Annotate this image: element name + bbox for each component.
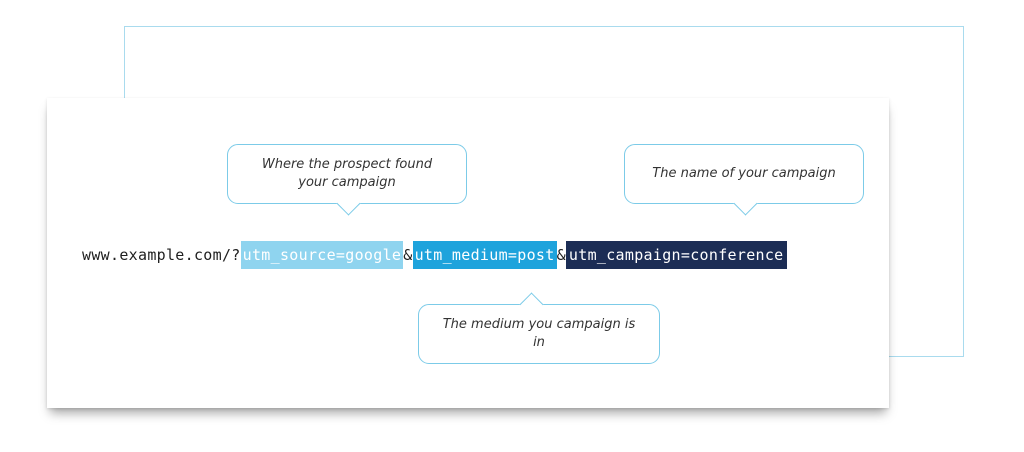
- callout-source-pointer: [336, 191, 361, 216]
- callout-campaign-pointer: [733, 191, 758, 216]
- diagram-card: Where the prospect found your campaign T…: [47, 98, 889, 408]
- callout-campaign-text: The name of your campaign: [652, 166, 836, 181]
- url-utm-campaign: utm_campaign=conference: [565, 241, 787, 269]
- callout-campaign: The name of your campaign: [624, 144, 864, 216]
- callout-source-text: Where the prospect found your campaign: [261, 157, 433, 190]
- url-ampersand-1: &: [403, 246, 413, 264]
- callout-medium-pointer: [519, 292, 544, 317]
- url-utm-medium: utm_medium=post: [412, 241, 557, 269]
- example-url: www.example.com/? utm_source=google & ut…: [82, 241, 787, 269]
- url-utm-source: utm_source=google: [240, 241, 404, 269]
- callout-source: Where the prospect found your campaign: [227, 144, 467, 216]
- callout-medium-text: The medium you campaign is in: [442, 317, 636, 350]
- url-ampersand-2: &: [556, 246, 566, 264]
- url-base: www.example.com/?: [82, 246, 241, 264]
- callout-medium: The medium you campaign is in: [418, 292, 660, 364]
